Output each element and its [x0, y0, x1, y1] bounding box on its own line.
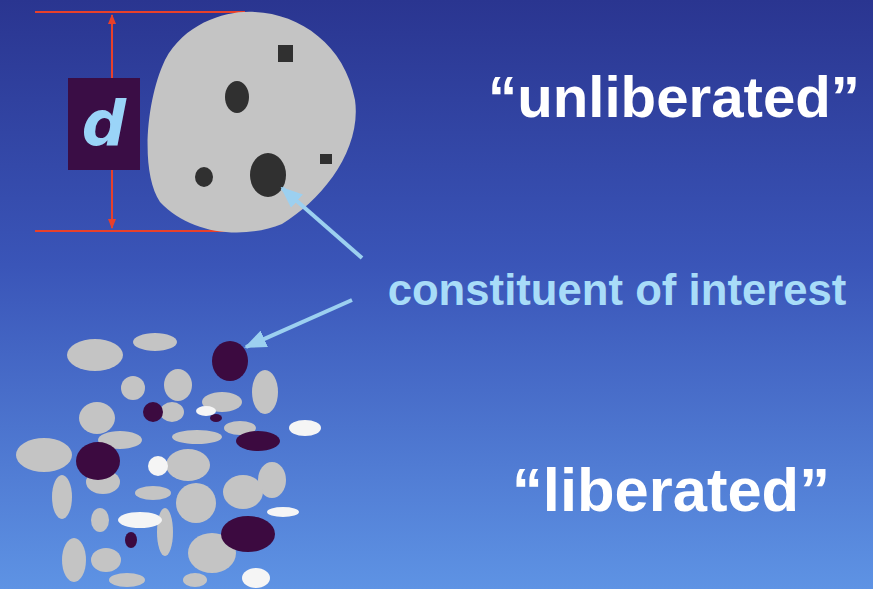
dimension-label-box: d [68, 78, 140, 170]
state-label: “liberated” [512, 456, 830, 524]
leader-arrows [246, 188, 362, 347]
callout-label: constituent of interest [388, 266, 847, 314]
unliberated-particle [148, 12, 356, 233]
liberated-particles [16, 333, 321, 588]
dimension-symbol: d [82, 93, 126, 155]
state-label: “unliberated” [488, 65, 860, 129]
